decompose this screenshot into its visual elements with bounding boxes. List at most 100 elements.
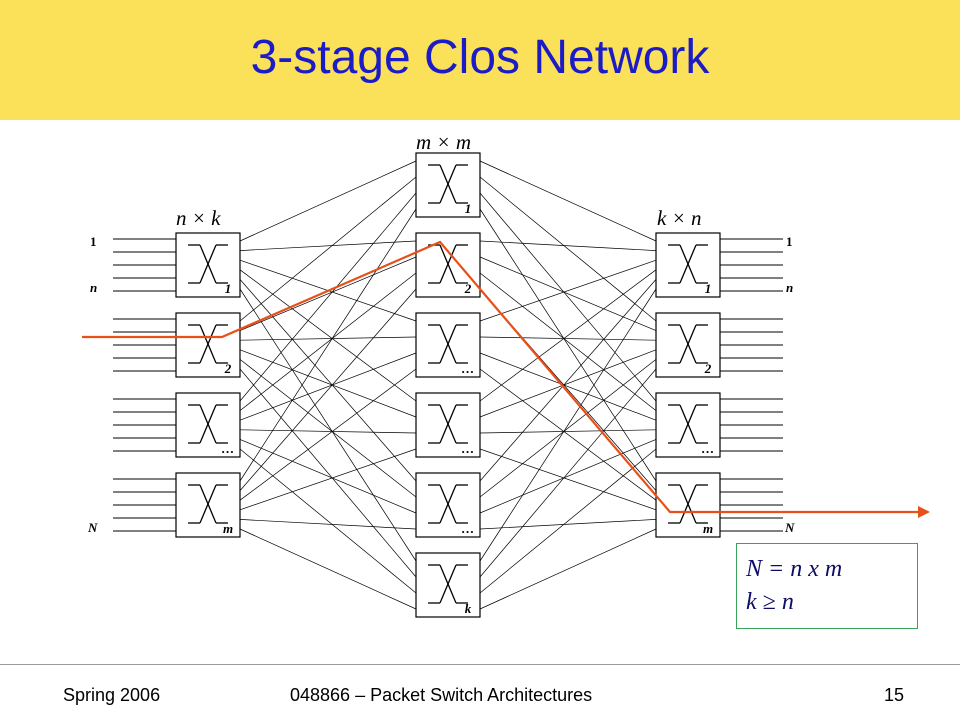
link-middle-to-last <box>479 336 657 341</box>
middle-stage-switch-3: … <box>415 312 481 378</box>
link-middle-to-last <box>479 259 657 322</box>
middle-stage-switch-2: 2 <box>415 232 481 298</box>
crossbar-glyph-segment <box>439 244 457 284</box>
link-first-to-middle <box>239 160 417 242</box>
link-middle-to-last <box>479 272 657 411</box>
first-stage-switch-4: m <box>175 472 241 538</box>
footer-course: 048866 – Packet Switch Architectures <box>290 685 593 705</box>
first-stage-switch-3: … <box>175 392 241 458</box>
switches: 1 2 … m 1 2 … … … k 1 2 … m <box>175 152 721 618</box>
link-first-to-middle <box>239 448 417 594</box>
link-first-to-middle <box>239 256 417 331</box>
highlighted-path <box>82 240 928 514</box>
first-stage-switch-3-label: … <box>222 441 235 456</box>
link-first-to-middle <box>239 208 417 482</box>
middle-stage-switch-4: … <box>415 392 481 458</box>
middle-stage-switch-3-label: … <box>462 361 475 376</box>
link-first-to-middle <box>239 336 417 341</box>
first-stage-switch-2: 2 <box>175 312 241 378</box>
link-middle-to-last <box>479 528 657 610</box>
switch-box <box>175 472 241 538</box>
link-first-to-middle <box>239 349 417 418</box>
crossbar-glyph-segment <box>679 324 697 364</box>
crossbar-glyph-segment <box>679 484 697 524</box>
first-stage-switch-1: 1 <box>175 232 241 298</box>
link-middle-to-last <box>479 448 657 511</box>
link-first-to-middle <box>239 528 417 610</box>
last-stage-switch-3-label: … <box>702 441 715 456</box>
link-middle-to-last <box>479 208 657 482</box>
crossbar-glyph-segment <box>439 564 457 604</box>
port-lines <box>113 238 783 532</box>
last-stage-switch-1-label: 1 <box>705 281 712 296</box>
last-stage-switch-3: … <box>655 392 721 458</box>
link-first-to-middle <box>239 448 417 511</box>
middle-stage-switch-6-label: k <box>465 601 472 616</box>
last-stage-switch-4: m <box>655 472 721 538</box>
title-band <box>0 0 960 120</box>
link-first-to-middle <box>239 519 417 530</box>
link-middle-to-last <box>479 288 657 562</box>
formula-line-2: k ≥ n <box>746 589 794 615</box>
first-stage-switch-2-label: 2 <box>224 361 232 376</box>
last-stage-switch-2-label: 2 <box>704 361 712 376</box>
last-stage-label: k × n <box>657 206 702 230</box>
link-middle-to-last <box>479 448 657 594</box>
first-stage-label: n × k <box>176 206 221 230</box>
link-middle-to-last <box>479 519 657 530</box>
crossbar-glyph-segment <box>199 324 217 364</box>
link-first-to-middle <box>239 368 417 578</box>
link-middle-to-last <box>479 439 657 514</box>
link-middle-to-last <box>479 256 657 331</box>
highlighted-path-arrowhead <box>918 506 930 518</box>
link-first-to-middle <box>239 429 417 434</box>
link-middle-to-last <box>479 352 657 421</box>
link-middle-to-last <box>479 429 657 434</box>
interstage-links <box>239 160 657 610</box>
left-port-label-N: N <box>87 520 98 535</box>
right-port-label-N: N <box>784 520 795 535</box>
link-first-to-middle <box>239 288 417 491</box>
last-stage-switch-4-label: m <box>703 521 713 536</box>
crossbar-glyph-segment <box>199 484 217 524</box>
crossbar-glyph-segment <box>439 164 457 204</box>
formula-box: N = n x m k ≥ n <box>736 543 918 629</box>
link-middle-to-last <box>479 349 657 418</box>
left-port-label-n: n <box>90 280 97 295</box>
left-port-label-top: 1 <box>90 234 97 249</box>
footer-page-number: 15 <box>884 685 905 705</box>
link-middle-to-last <box>479 240 657 251</box>
link-first-to-middle <box>239 279 417 482</box>
last-stage-switch-2: 2 <box>655 312 721 378</box>
first-stage-switch-4-label: m <box>223 521 233 536</box>
link-middle-to-last <box>479 269 657 402</box>
diagram-labels: n × k m × m k × n 1 n N 1 n N <box>87 130 795 535</box>
footer-divider <box>0 664 960 665</box>
switch-box <box>415 232 481 298</box>
link-middle-to-last <box>479 279 657 482</box>
middle-stage-switch-5-label: … <box>462 521 475 536</box>
link-middle-to-last <box>479 192 657 402</box>
link-middle-to-last <box>479 368 657 578</box>
crossbar-glyph-segment <box>439 484 457 524</box>
link-first-to-middle <box>239 240 417 251</box>
link-first-to-middle <box>239 368 417 501</box>
crossbar-glyph-segment <box>439 404 457 444</box>
crossbar-glyph-segment <box>439 324 457 364</box>
middle-stage-switch-5: … <box>415 472 481 538</box>
formula-line-1: N = n x m <box>746 556 843 582</box>
link-first-to-middle <box>239 439 417 514</box>
middle-stage-switch-2-label: 2 <box>464 281 472 296</box>
link-middle-to-last <box>479 176 657 322</box>
middle-stage-switch-4-label: … <box>462 441 475 456</box>
middle-stage-switch-1: 1 <box>415 152 481 218</box>
link-first-to-middle <box>239 192 417 402</box>
crossbar-glyph-segment <box>679 244 697 284</box>
switch-box <box>415 472 481 538</box>
middle-stage-label: m × m <box>416 130 471 154</box>
link-first-to-middle <box>239 272 417 411</box>
crossbar-glyph-segment <box>199 244 217 284</box>
link-middle-to-last <box>479 368 657 501</box>
middle-stage-switch-1-label: 1 <box>465 201 472 216</box>
